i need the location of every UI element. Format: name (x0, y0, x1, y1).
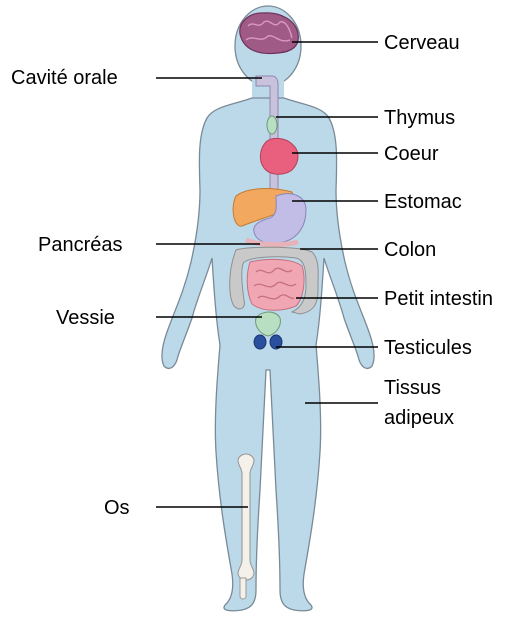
body-outline (162, 98, 374, 611)
label-tissus-line2: adipeux (384, 407, 454, 429)
label-cerveau: Cerveau (384, 32, 460, 54)
label-colon: Colon (384, 239, 436, 261)
testicle-left (254, 335, 266, 349)
label-coeur: Coeur (384, 143, 439, 165)
label-pancreas: Pancréas (38, 234, 123, 256)
label-os: Os (104, 497, 130, 519)
label-thymus: Thymus (384, 107, 455, 129)
label-petit-intestin: Petit intestin (384, 288, 493, 310)
heart (260, 138, 298, 174)
label-cavite-orale: Cavité orale (11, 67, 118, 89)
label-testicules: Testicules (384, 337, 472, 359)
label-estomac: Estomac (384, 191, 462, 213)
label-tissus-line1: Tissus (384, 377, 441, 399)
tibia-bone (240, 578, 246, 599)
thymus (267, 116, 277, 134)
label-vessie: Vessie (56, 307, 115, 329)
